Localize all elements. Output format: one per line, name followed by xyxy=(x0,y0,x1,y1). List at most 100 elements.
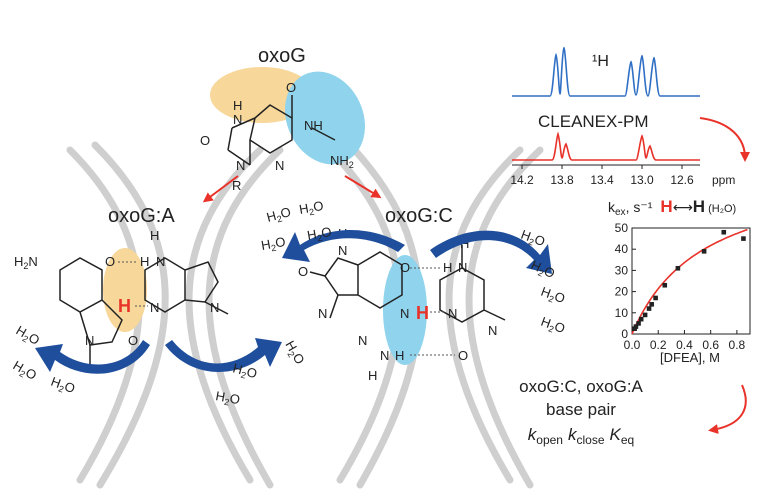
oxoGC-atom-N-cyt-right: N xyxy=(448,306,457,321)
highlight-blue-top xyxy=(285,71,365,165)
chart-x-label: [DFEA], M xyxy=(660,350,720,365)
oxoGC-atom-H-red: H xyxy=(416,303,429,323)
water-label: H2O xyxy=(281,338,308,368)
oxoGC-atom-H-bottom-mid: H xyxy=(395,348,404,363)
oxoGC-atom-O-upper: O xyxy=(400,260,410,275)
chart-x-tick-label: 0.2 xyxy=(650,338,667,352)
exchange-arrow-gc-left xyxy=(282,230,405,262)
water-label: H2O xyxy=(298,198,325,219)
spectrum-tick-label: 13.0 xyxy=(630,173,654,187)
oxoGA-atom-O-bottom: O xyxy=(128,333,138,348)
oxoGA-atom-H-upper: H xyxy=(140,254,149,269)
water-label: H2O xyxy=(518,227,547,251)
backbone-strand-left-3 xyxy=(185,146,264,484)
oxoGA-atom-N-right: N xyxy=(150,300,159,315)
oxoG-atom-N-left: N xyxy=(233,112,242,127)
oxoGC-atom-H-cyt: H xyxy=(443,260,452,275)
oxoGC-atom-O-bottom: O xyxy=(458,348,468,363)
oxoGC-atom-N-bottom: N xyxy=(380,348,389,363)
chart-data-point xyxy=(741,236,746,241)
water-label: H2O xyxy=(48,374,77,398)
chart-data-point xyxy=(701,249,707,254)
water-label: H2O xyxy=(260,234,287,255)
water-label: H2O xyxy=(231,360,259,383)
chart-y-tick-label: 40 xyxy=(615,242,629,256)
oxoGC-atom-N-mid: N xyxy=(400,306,409,321)
chart-y-tick-label: 10 xyxy=(615,306,629,320)
chart-data-point xyxy=(649,302,654,307)
chart-data-point xyxy=(675,265,681,271)
spectrum-tick-label: 13.4 xyxy=(590,173,614,187)
arrow-chart-to-summary xyxy=(708,384,747,434)
exchange-arrow-ga-left xyxy=(35,340,150,374)
oxoGA-atom-N-far: N xyxy=(210,300,219,315)
spectrum-tick-label: 13.8 xyxy=(550,173,574,187)
oxoGA-atom-O-upper: O xyxy=(105,254,115,269)
oxoGC-atom-O-left: O xyxy=(298,264,308,279)
chart-x-tick-label: 0.6 xyxy=(702,338,719,352)
chart-x-tick-label: 0.0 xyxy=(624,338,641,352)
chart-data-point xyxy=(638,316,644,322)
chart-y-tick-label: 30 xyxy=(615,263,629,277)
spectrum-cleanex-label: CLEANEX-PM xyxy=(538,112,649,131)
oxoGC-atom-N-left: N xyxy=(318,306,327,321)
chart-data-point xyxy=(642,312,648,318)
oxoGA-atom-H-red: H xyxy=(118,296,131,316)
spectrum-tick-label: 12.6 xyxy=(670,173,694,187)
water-label: H2O xyxy=(528,257,557,283)
exchange-arrow-gc-right xyxy=(430,230,552,274)
spectrum-axis-unit: ppm xyxy=(712,173,735,187)
water-label: H2O xyxy=(306,224,333,245)
chart-y-ticks: 0 10 20 30 40 50 xyxy=(615,221,636,341)
spectrum-1H-label: ¹H xyxy=(592,53,609,70)
water-label: H2O xyxy=(10,358,40,385)
oxoGA-atom-N-lower: N xyxy=(85,333,94,348)
chart-points xyxy=(632,229,746,331)
highlight-blue-oxoGC xyxy=(383,255,427,365)
summary-line1: oxoG:C, oxoG:A xyxy=(519,377,643,396)
chart-plot-frame xyxy=(631,227,751,335)
water-label: H2O xyxy=(265,204,293,227)
chart-data-point xyxy=(653,295,658,301)
chart-y-tick-label: 0 xyxy=(621,327,628,341)
chart-y-tick-label: 50 xyxy=(615,221,629,235)
chart-data-point xyxy=(662,282,668,288)
oxoG-atom-H: H xyxy=(233,98,242,113)
chart-data-point xyxy=(636,321,641,326)
oxoGA-atom-H-top: H xyxy=(150,228,159,243)
backbone-strand-left-4 xyxy=(205,146,284,489)
exchange-arrow-ga-right xyxy=(165,338,282,372)
oxoGA-atom-H2N: H2N xyxy=(14,254,38,271)
spectrum-cleanex-trace xyxy=(512,131,700,161)
water-label: H2O xyxy=(214,388,241,409)
exchange-arrows xyxy=(35,230,552,374)
water-label: H2O xyxy=(538,314,567,338)
spectrum-tick-label: 14.2 xyxy=(510,173,534,187)
oxoGA-title: oxoG:A xyxy=(108,205,175,227)
water-label: H2O xyxy=(13,323,43,350)
chart-x-tick-label: 0.8 xyxy=(729,338,746,352)
water-label: H2O xyxy=(538,284,567,308)
oxoG-atom-R: R xyxy=(232,178,241,193)
oxoGC-atom-H-bottom: H xyxy=(368,368,377,383)
chart-data-point xyxy=(633,324,639,329)
oxoGA-pair: oxoG:A H2N O H N H H N N O N xyxy=(14,205,229,368)
chart-data-point xyxy=(646,306,652,311)
spectrum-cleanex: CLEANEX-PM 14.2 13.8 13.4 13.0 12.6 ppm xyxy=(510,112,735,187)
arrow-to-oxoGC xyxy=(344,175,382,199)
chart-y-tick-label: 20 xyxy=(615,285,629,299)
spectrum-1H: ¹H xyxy=(512,46,700,97)
oxoGC-title: oxoG:C xyxy=(385,205,453,227)
oxoGC-atom-N-cyt: N xyxy=(458,260,467,275)
oxoG-atom-N-lower: N xyxy=(236,158,245,173)
oxoGC-atom-N-cyt-bottom: N xyxy=(488,323,497,338)
arrow-to-oxoGA xyxy=(202,175,239,203)
chart-fit-curve xyxy=(631,228,748,335)
oxoG-atom-N-bottom: N xyxy=(275,158,284,173)
backbone-strand-right-3 xyxy=(445,146,524,484)
oxoG-atom-O-top: O xyxy=(286,80,296,95)
